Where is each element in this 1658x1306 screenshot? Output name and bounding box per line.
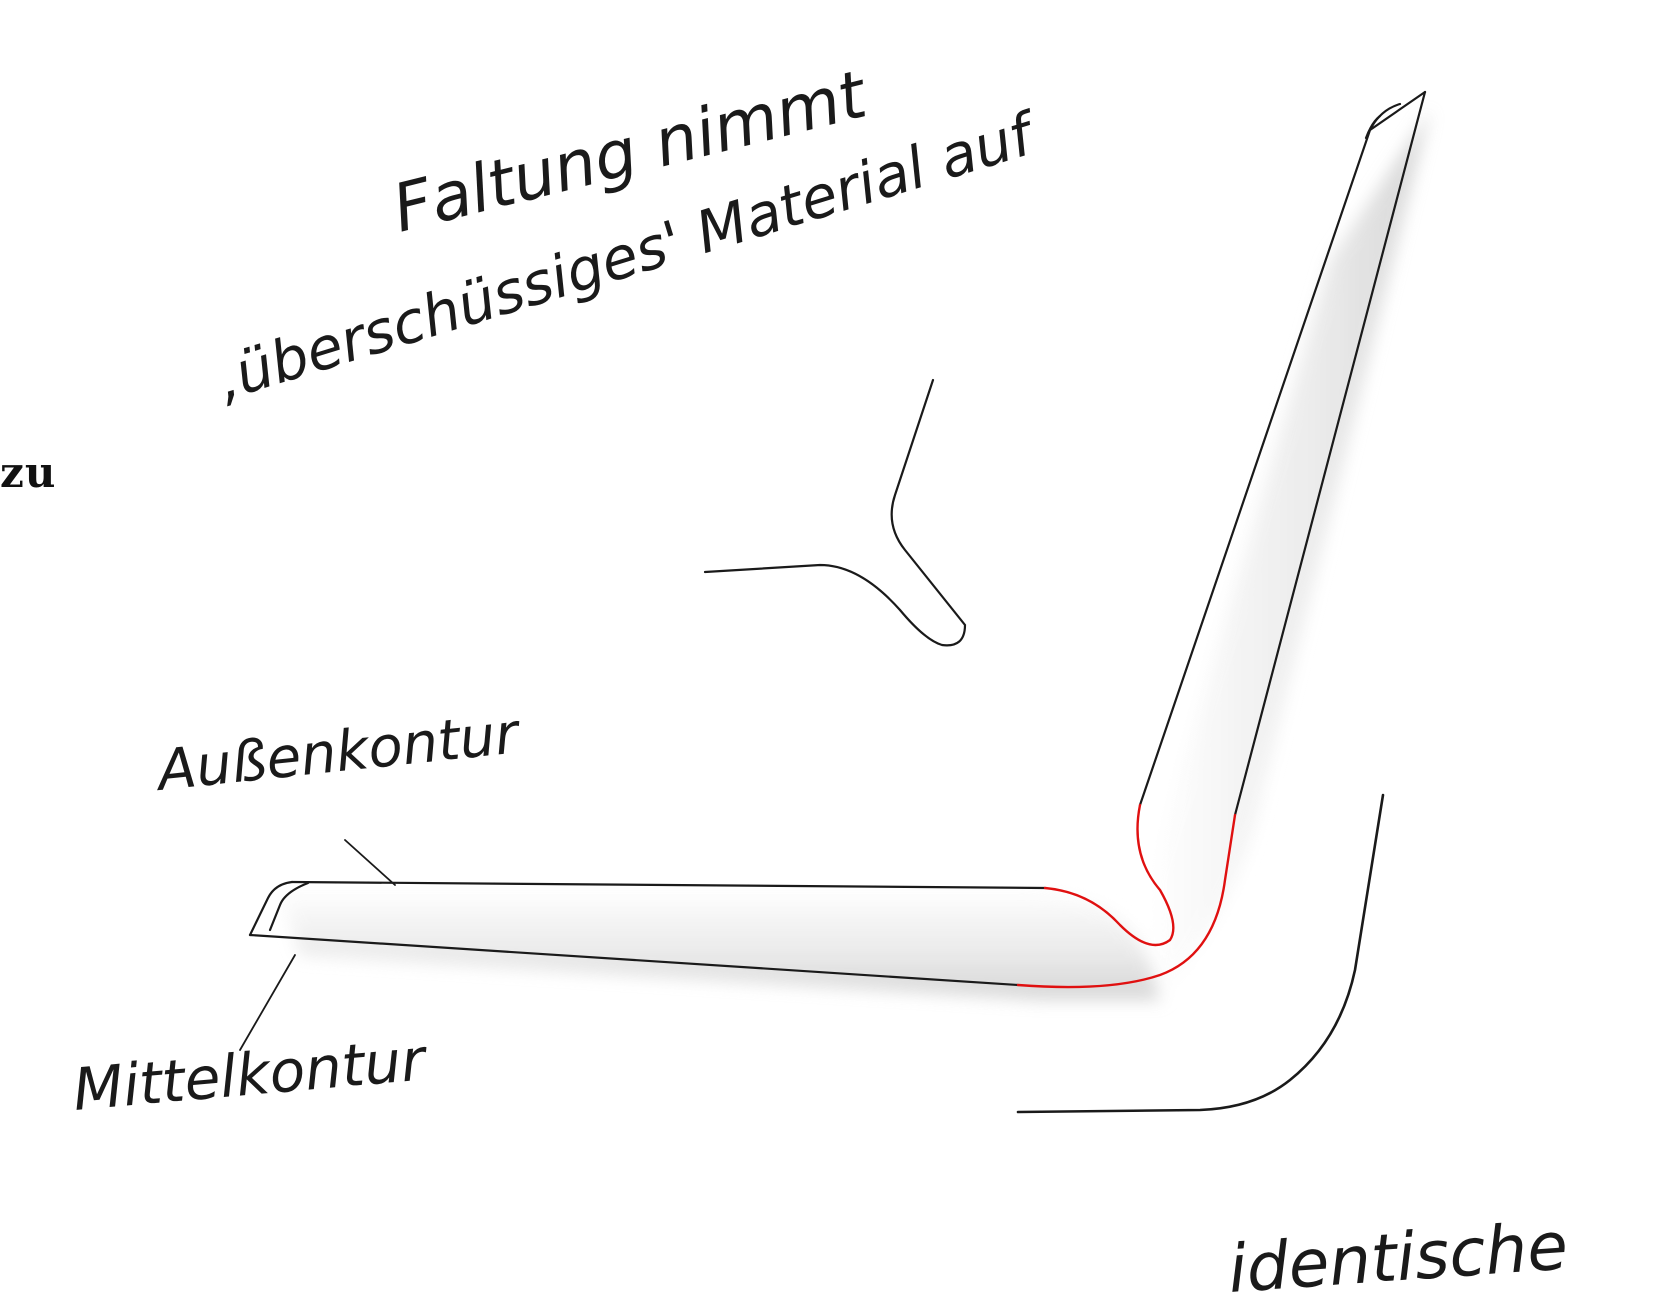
bend-shading: [280, 110, 1430, 1010]
outer-contour-line: [292, 882, 1045, 888]
outer-contour-leader: [345, 840, 395, 885]
vertical-right-line: [1235, 92, 1425, 815]
middle-contour-label: Mittelkontur: [70, 1025, 430, 1124]
outer-contour-label: Außenkontur: [152, 701, 524, 804]
middle-contour-leader: [240, 955, 295, 1050]
identical-label: identische: [1226, 1207, 1571, 1306]
fold-section-detail: [705, 380, 965, 645]
